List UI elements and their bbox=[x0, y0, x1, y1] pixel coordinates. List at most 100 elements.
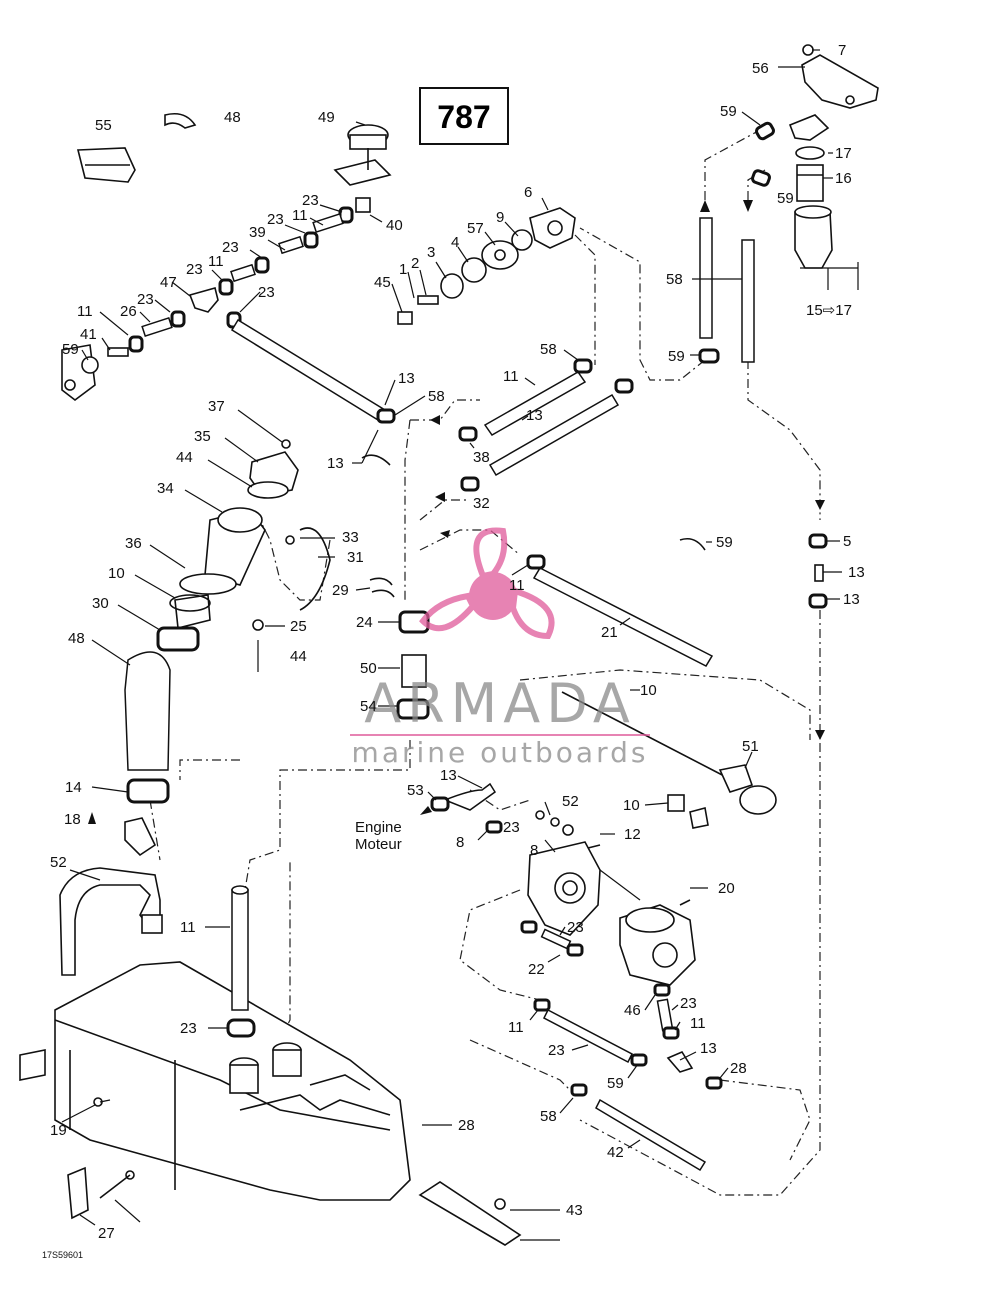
hoses-58-middle bbox=[458, 358, 634, 492]
callout: 23 bbox=[222, 239, 239, 256]
filler-neck-assembly bbox=[124, 439, 331, 804]
bottom-brackets bbox=[67, 1166, 522, 1246]
callout: 28 bbox=[730, 1060, 747, 1077]
callout: 11 bbox=[503, 368, 519, 385]
callout: 52 bbox=[562, 793, 579, 810]
flow-arrows bbox=[420, 200, 825, 815]
callout: 22 bbox=[528, 961, 545, 978]
callout: 12 bbox=[624, 826, 641, 843]
engine-label-line2: Moteur bbox=[355, 836, 402, 853]
callout: 8 bbox=[456, 834, 464, 851]
callout: 5 bbox=[843, 533, 851, 550]
callout: 7 bbox=[838, 42, 846, 59]
hose-11-right bbox=[526, 554, 714, 667]
callout: 13 bbox=[440, 767, 457, 784]
right-column-fittings bbox=[679, 533, 828, 609]
callout: 3 bbox=[427, 244, 435, 261]
callout: 13 bbox=[398, 370, 415, 387]
callout: 21 bbox=[601, 624, 618, 641]
fuel-hoses-58 bbox=[698, 217, 755, 364]
callout: 58 bbox=[540, 341, 557, 358]
callout: 11 bbox=[292, 207, 308, 224]
callout: 23 bbox=[567, 919, 584, 936]
callout: 58 bbox=[666, 271, 683, 288]
callout: 51 bbox=[742, 738, 759, 755]
callout: 27 bbox=[98, 1225, 115, 1242]
callout: 19 bbox=[50, 1122, 67, 1139]
callout: 30 bbox=[92, 595, 109, 612]
callout: 33 bbox=[342, 529, 359, 546]
callout: 48 bbox=[68, 630, 85, 647]
callout: 11 bbox=[208, 253, 224, 270]
page-code: 787 bbox=[437, 99, 490, 135]
callout: 43 bbox=[566, 1202, 583, 1219]
callout: 45 bbox=[374, 274, 391, 291]
callout: 18 bbox=[64, 811, 81, 828]
callout: 53 bbox=[407, 782, 424, 799]
callout: 23 bbox=[680, 995, 697, 1012]
callout: 23 bbox=[186, 261, 203, 278]
callout: 48 bbox=[224, 109, 241, 126]
callout: 16 bbox=[835, 170, 852, 187]
fuel-tank bbox=[19, 812, 411, 1201]
callout: 47 bbox=[160, 274, 177, 291]
brand-watermark: ARMADA marine outboards bbox=[350, 527, 650, 769]
center-vent-parts bbox=[361, 454, 430, 720]
callout-labels: 7 56 59 17 16 59 58 15⇨17 59 55 48 49 23… bbox=[42, 42, 865, 1260]
callout: 25 bbox=[290, 618, 307, 635]
callout: 34 bbox=[157, 480, 174, 497]
callout: 23 bbox=[267, 211, 284, 228]
callout: 59 bbox=[62, 341, 79, 358]
callout: 59 bbox=[716, 534, 733, 551]
callout: 24 bbox=[356, 614, 373, 631]
callout: 58 bbox=[428, 388, 445, 405]
callout: 40 bbox=[386, 217, 403, 234]
callout: 17 bbox=[835, 145, 852, 162]
watermark-tagline: marine outboards bbox=[352, 736, 649, 769]
callout: 35 bbox=[194, 428, 211, 445]
callout: 57 bbox=[467, 220, 484, 237]
callout: 54 bbox=[360, 698, 377, 715]
callout: 13 bbox=[843, 591, 860, 608]
callout: 2 bbox=[411, 255, 419, 272]
page-code-box: 787 bbox=[419, 87, 509, 145]
hose-11-diagonal bbox=[230, 318, 396, 424]
callout: 50 bbox=[360, 660, 377, 677]
callout: 44 bbox=[290, 648, 307, 665]
callout: 38 bbox=[473, 449, 490, 466]
callout: 31 bbox=[347, 549, 364, 566]
callout: 28 bbox=[458, 1117, 475, 1134]
engine-label-line1: Engine bbox=[355, 819, 402, 836]
callout: 32 bbox=[473, 495, 490, 512]
callout: 10 bbox=[108, 565, 125, 582]
figure-id: 17S59601 bbox=[42, 1250, 83, 1260]
callout: 23 bbox=[548, 1042, 565, 1059]
callout: 23 bbox=[302, 192, 319, 209]
callout: 20 bbox=[718, 880, 735, 897]
callout: 46 bbox=[624, 1002, 641, 1019]
callout: 1 bbox=[399, 261, 407, 278]
callout: 23 bbox=[137, 291, 154, 308]
callout: 58 bbox=[540, 1108, 557, 1125]
callout: 37 bbox=[208, 398, 225, 415]
fuel-filter-assembly bbox=[751, 44, 879, 290]
callout: 26 bbox=[120, 303, 137, 320]
callout: 11 bbox=[77, 303, 93, 320]
callout: 23 bbox=[258, 284, 275, 301]
callout: 23 bbox=[180, 1020, 197, 1037]
callout: 59 bbox=[720, 103, 737, 120]
fuel-valve-assembly bbox=[397, 207, 576, 325]
callout: 41 bbox=[80, 326, 97, 343]
callout: 11 bbox=[690, 1015, 706, 1032]
callout: 9 bbox=[496, 209, 504, 226]
callout: 59 bbox=[607, 1075, 624, 1092]
callout: 10 bbox=[640, 682, 657, 699]
callout: 52 bbox=[50, 854, 67, 871]
propeller-logo bbox=[419, 527, 555, 640]
callout: 10 bbox=[623, 797, 640, 814]
callout: 59 bbox=[668, 348, 685, 365]
callout: 14 bbox=[65, 779, 82, 796]
callout: 49 bbox=[318, 109, 335, 126]
vent-fittings-chain bbox=[61, 112, 392, 402]
